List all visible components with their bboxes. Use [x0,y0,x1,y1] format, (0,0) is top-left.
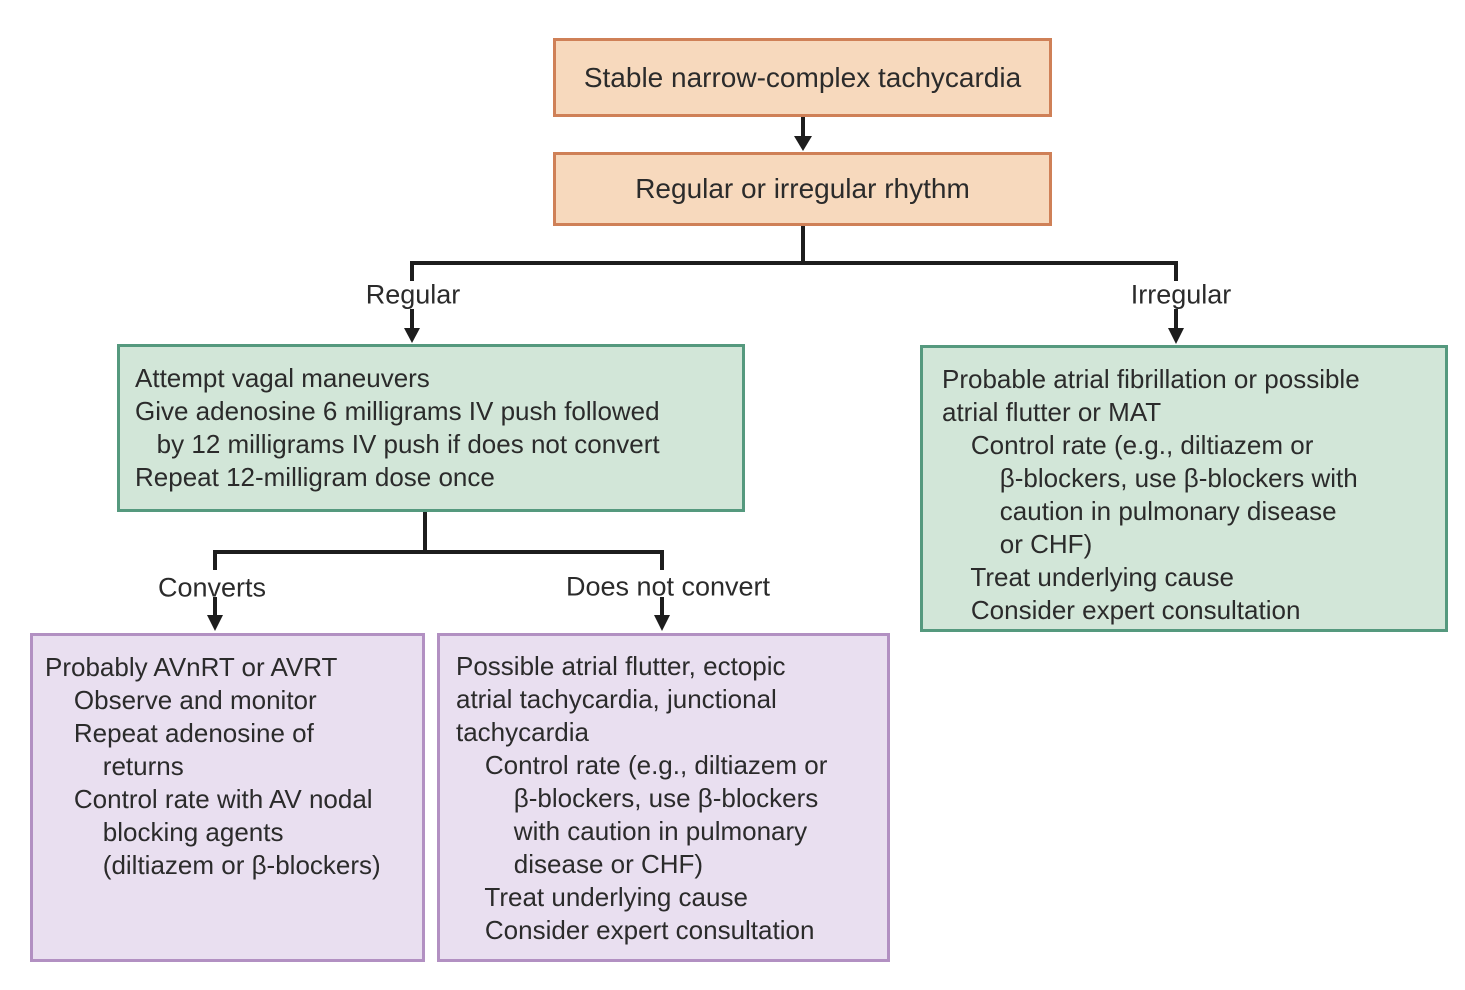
text-line: atrial tachycardia, junctional [456,684,777,714]
node-stable-tachycardia: Stable narrow-complex tachycardia [553,38,1052,117]
connector-vagal-branch [213,510,664,570]
text-line: β-blockers, use β-blockers with [942,463,1358,493]
text-line: Control rate (e.g., diltiazem or [942,430,1314,460]
text-line: Control rate with AV nodal [45,784,373,814]
node-avnrt-avrt: Probably AVnRT or AVRT Observe and monit… [30,633,425,962]
text-line: or CHF) [942,529,1093,559]
text-line: atrial flutter or MAT [942,397,1162,427]
text-line: β-blockers, use β-blockers [456,783,819,813]
arrow-does-not-convert-branch [654,597,670,631]
text-line: Consider expert consultation [456,915,815,945]
connector-rhythm-branch [410,224,1178,281]
text-line: by 12 milligrams IV push if does not con… [135,429,660,459]
text-line: tachycardia [456,717,589,747]
text-line: disease or CHF) [456,849,704,879]
text-line: Probably AVnRT or AVRT [45,652,338,682]
text-line: caution in pulmonary disease [942,496,1337,526]
text-line: blocking agents [45,817,284,847]
text-line: Control rate (e.g., diltiazem or [456,750,828,780]
node-atrial-flutter-ectopic: Possible atrial flutter, ectopic atrial … [437,633,890,962]
text-line: Attempt vagal maneuvers [135,363,430,393]
text-line: (diltiazem or β-blockers) [45,850,381,880]
text-line: Possible atrial flutter, ectopic [456,651,786,681]
arrow-converts-branch [207,597,223,631]
arrow-regular-branch [404,309,420,343]
arrowhead [207,615,223,631]
text-line: Repeat 12-milligram dose once [135,462,495,492]
arrowhead [404,328,420,343]
text-line: Give adenosine 6 milligrams IV push foll… [135,396,660,426]
node-text: Regular or irregular rhythm [635,173,970,204]
text-line: with caution in pulmonary [456,816,808,846]
node-vagal-adenosine: Attempt vagal maneuvers Give adenosine 6… [117,344,745,512]
text-line: Observe and monitor [45,685,317,715]
text-line: Treat underlying cause [456,882,748,912]
text-line: Repeat adenosine of [45,718,314,748]
node-afib-mat: Probable atrial fibrillation or possible… [920,345,1448,632]
node-rhythm-check: Regular or irregular rhythm [553,152,1052,226]
arrow-stable-to-rhythm [794,115,812,151]
branch-label-regular: Regular [365,279,461,310]
text-line: Consider expert consultation [942,595,1301,625]
text-line: Treat underlying cause [942,562,1234,592]
node-text: Stable narrow-complex tachycardia [583,61,1022,93]
branch-label-converts: Converts [157,572,267,603]
text-line: returns [45,751,184,781]
arrowhead [1168,328,1184,344]
arrowhead [794,136,812,151]
arrowhead [654,615,670,631]
branch-label-irregular: Irregular [1130,279,1232,310]
text-line: Probable atrial fibrillation or possible [942,364,1360,394]
arrow-irregular-branch [1168,309,1184,344]
branch-label-does-not-convert: Does not convert [565,571,771,602]
